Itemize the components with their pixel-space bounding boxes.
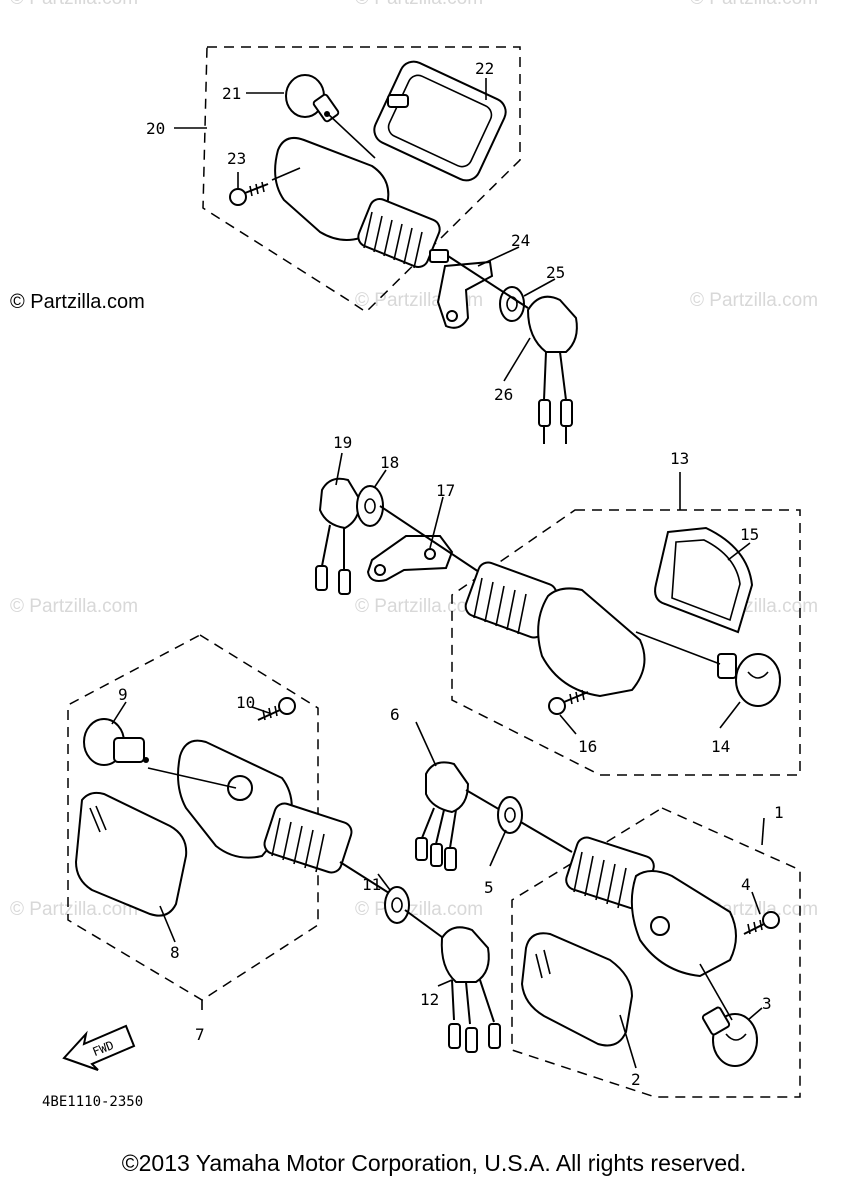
callout-labels: 1 2 3 4 5 6 7 8 9 10 11 12 13 14 15 16 1… [118,59,784,1089]
socket-6 [415,761,470,871]
assembly-13 [315,477,801,776]
callout-23: 23 [227,149,246,168]
diagram-code: 4BE1110-2350 [42,1094,143,1110]
stay-17 [366,535,454,582]
leader-lines [111,78,765,1069]
callout-15: 15 [740,525,759,544]
watermark: © Partzilla.com [355,596,483,617]
main-watermark: © Partzilla.com [10,291,145,313]
socket-12 [440,926,501,1053]
callout-26: 26 [494,385,513,404]
lens-8 [74,791,188,917]
callout-2: 2 [631,1070,641,1089]
housing-7 [177,739,353,874]
callout-18: 18 [380,453,399,472]
watermark: © Partzilla.com [10,899,138,920]
callout-17: 17 [436,481,455,500]
watermark: © Partzilla.com [10,0,138,9]
housing-20 [274,137,449,269]
lens-22 [373,60,507,182]
callout-7: 7 [195,1025,205,1044]
bulb-9 [83,718,149,766]
screw-10 [257,697,296,721]
grommet-5 [497,796,523,834]
lens-15 [654,526,754,634]
copyright-notice: ©2013 Yamaha Motor Corporation, U.S.A. A… [121,1150,747,1176]
callout-22: 22 [475,59,494,78]
stay-24 [436,260,494,329]
screw-4 [743,911,780,935]
callout-6: 6 [390,705,400,724]
callout-10: 10 [236,693,255,712]
callout-19: 19 [333,433,352,452]
callout-12: 12 [420,990,439,1009]
fwd-arrow-icon: FWD [62,1024,136,1071]
screw-23 [229,181,269,206]
assembly-1 [511,807,801,1098]
bulb-14 [717,653,781,707]
socket-19 [315,477,362,595]
callout-11: 11 [362,875,381,894]
watermark: © Partzilla.com [690,0,818,9]
callout-9: 9 [118,685,128,704]
callout-20: 20 [146,119,165,138]
callout-16: 16 [578,737,597,756]
housing-1 [565,836,737,978]
screw-16 [548,689,589,715]
callout-13: 13 [670,449,689,468]
callout-21: 21 [222,84,241,103]
grommet-18 [356,485,384,527]
callout-1: 1 [774,803,784,822]
callout-24: 24 [511,231,530,250]
callout-14: 14 [711,737,730,756]
callout-4: 4 [741,875,751,894]
watermark: © Partzilla.com [355,899,483,920]
watermark: © Partzilla.com [10,596,138,617]
socket-26 [526,295,578,444]
watermark: © Partzilla.com [690,290,818,311]
callout-5: 5 [484,878,494,897]
housing-13 [464,561,646,698]
bulb-21 [285,74,340,123]
grommet-11 [384,886,410,924]
assembly-7 [67,634,353,1001]
assembly-13-boundary [451,509,801,776]
callout-25: 25 [546,263,565,282]
callout-3: 3 [762,994,772,1013]
assembly-20-boundary [202,46,521,313]
assembly-20 [202,46,578,444]
watermark: © Partzilla.com [355,0,483,9]
lens-2 [520,932,634,1047]
bulb-3 [701,1006,758,1067]
assembly-1-boundary [511,807,801,1098]
callout-8: 8 [170,943,180,962]
